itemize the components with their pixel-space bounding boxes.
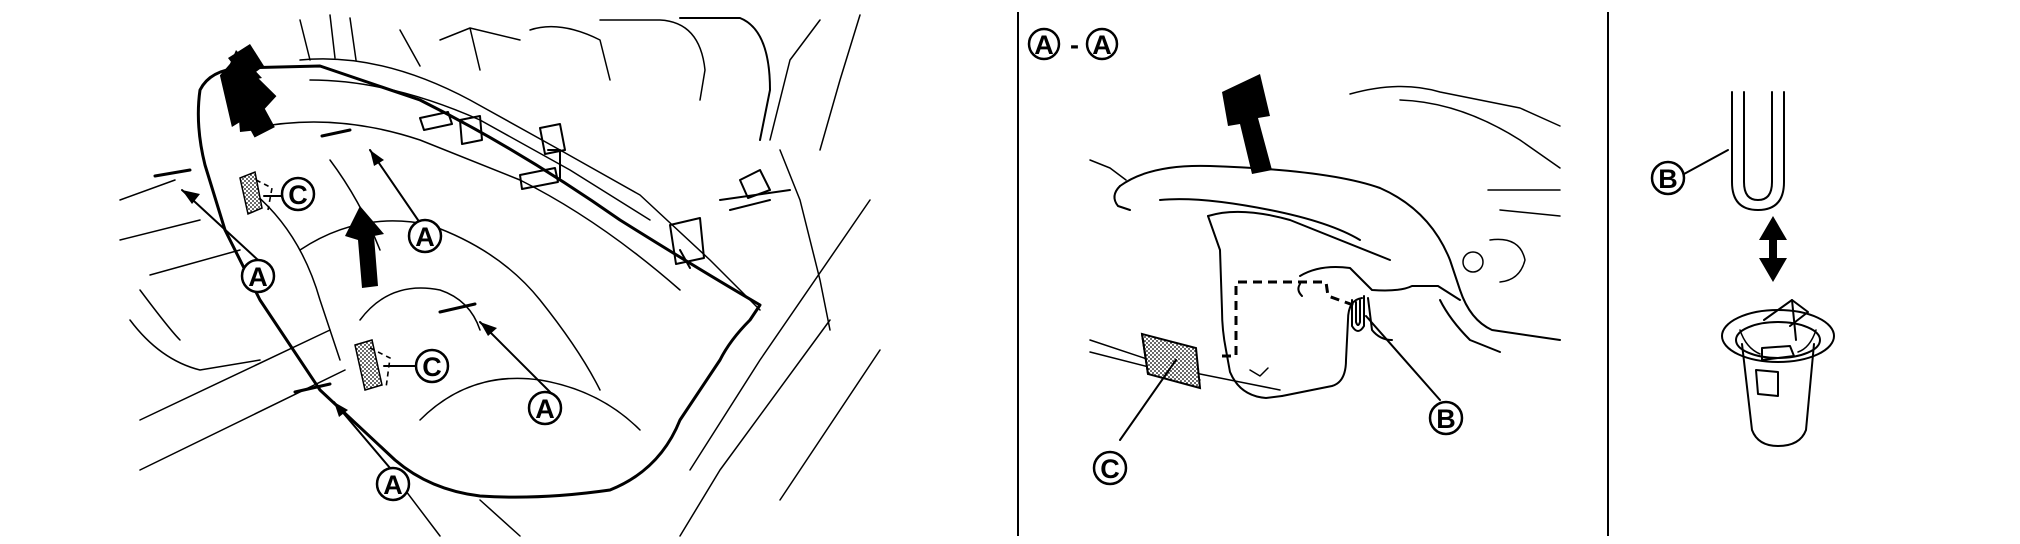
clip-hatch-section (1140, 332, 1202, 390)
callout-a-label: A (248, 262, 268, 292)
callout-a: A (240, 258, 276, 294)
section-label-from: A (1034, 30, 1054, 60)
wire-hook-icon (1731, 91, 1785, 211)
callout-a-label: A (383, 470, 403, 500)
section-label-to: A (1092, 30, 1112, 60)
callout-b-label: B (1436, 404, 1456, 434)
callout-a-label: A (535, 394, 555, 424)
wire-hook-icon (1351, 295, 1365, 332)
callout-c: C (280, 176, 316, 212)
seat-clip-icon (1721, 299, 1835, 447)
clip-hatch-lower (354, 339, 383, 391)
callout-b: B (1428, 400, 1464, 436)
lift-up-arrow-icon (345, 206, 384, 288)
section-label: A - A (1027, 27, 1119, 61)
pointer-arrow-icon (369, 149, 419, 221)
section-label-separator: - (1070, 30, 1079, 60)
callout-c: C (414, 348, 450, 384)
callout-c-label: C (422, 352, 442, 382)
section-view-panel: A - A (1027, 27, 1561, 486)
callout-c-label: C (288, 180, 308, 210)
seat-overview-panel: A A A A C C (119, 14, 881, 537)
pointer-arrow-icon (479, 321, 551, 393)
lift-up-arrow-icon (1222, 74, 1272, 174)
callout-c-label: C (1100, 454, 1120, 484)
callout-b: B (1650, 160, 1686, 196)
clip-detail-panel: B (1650, 91, 1835, 447)
callout-a: A (407, 218, 443, 254)
pointer-arrow-icon (181, 189, 259, 261)
lift-up-arrow-icon (222, 50, 262, 132)
callout-a: A (375, 466, 411, 502)
clip-hatch-upper (239, 170, 263, 216)
pointer-arrow-icon (333, 401, 391, 469)
callout-c: C (1092, 450, 1128, 486)
callout-a: A (527, 390, 563, 426)
callout-a-label: A (415, 222, 435, 252)
double-headed-arrow-icon (1759, 216, 1787, 282)
callout-b-label: B (1658, 164, 1678, 194)
